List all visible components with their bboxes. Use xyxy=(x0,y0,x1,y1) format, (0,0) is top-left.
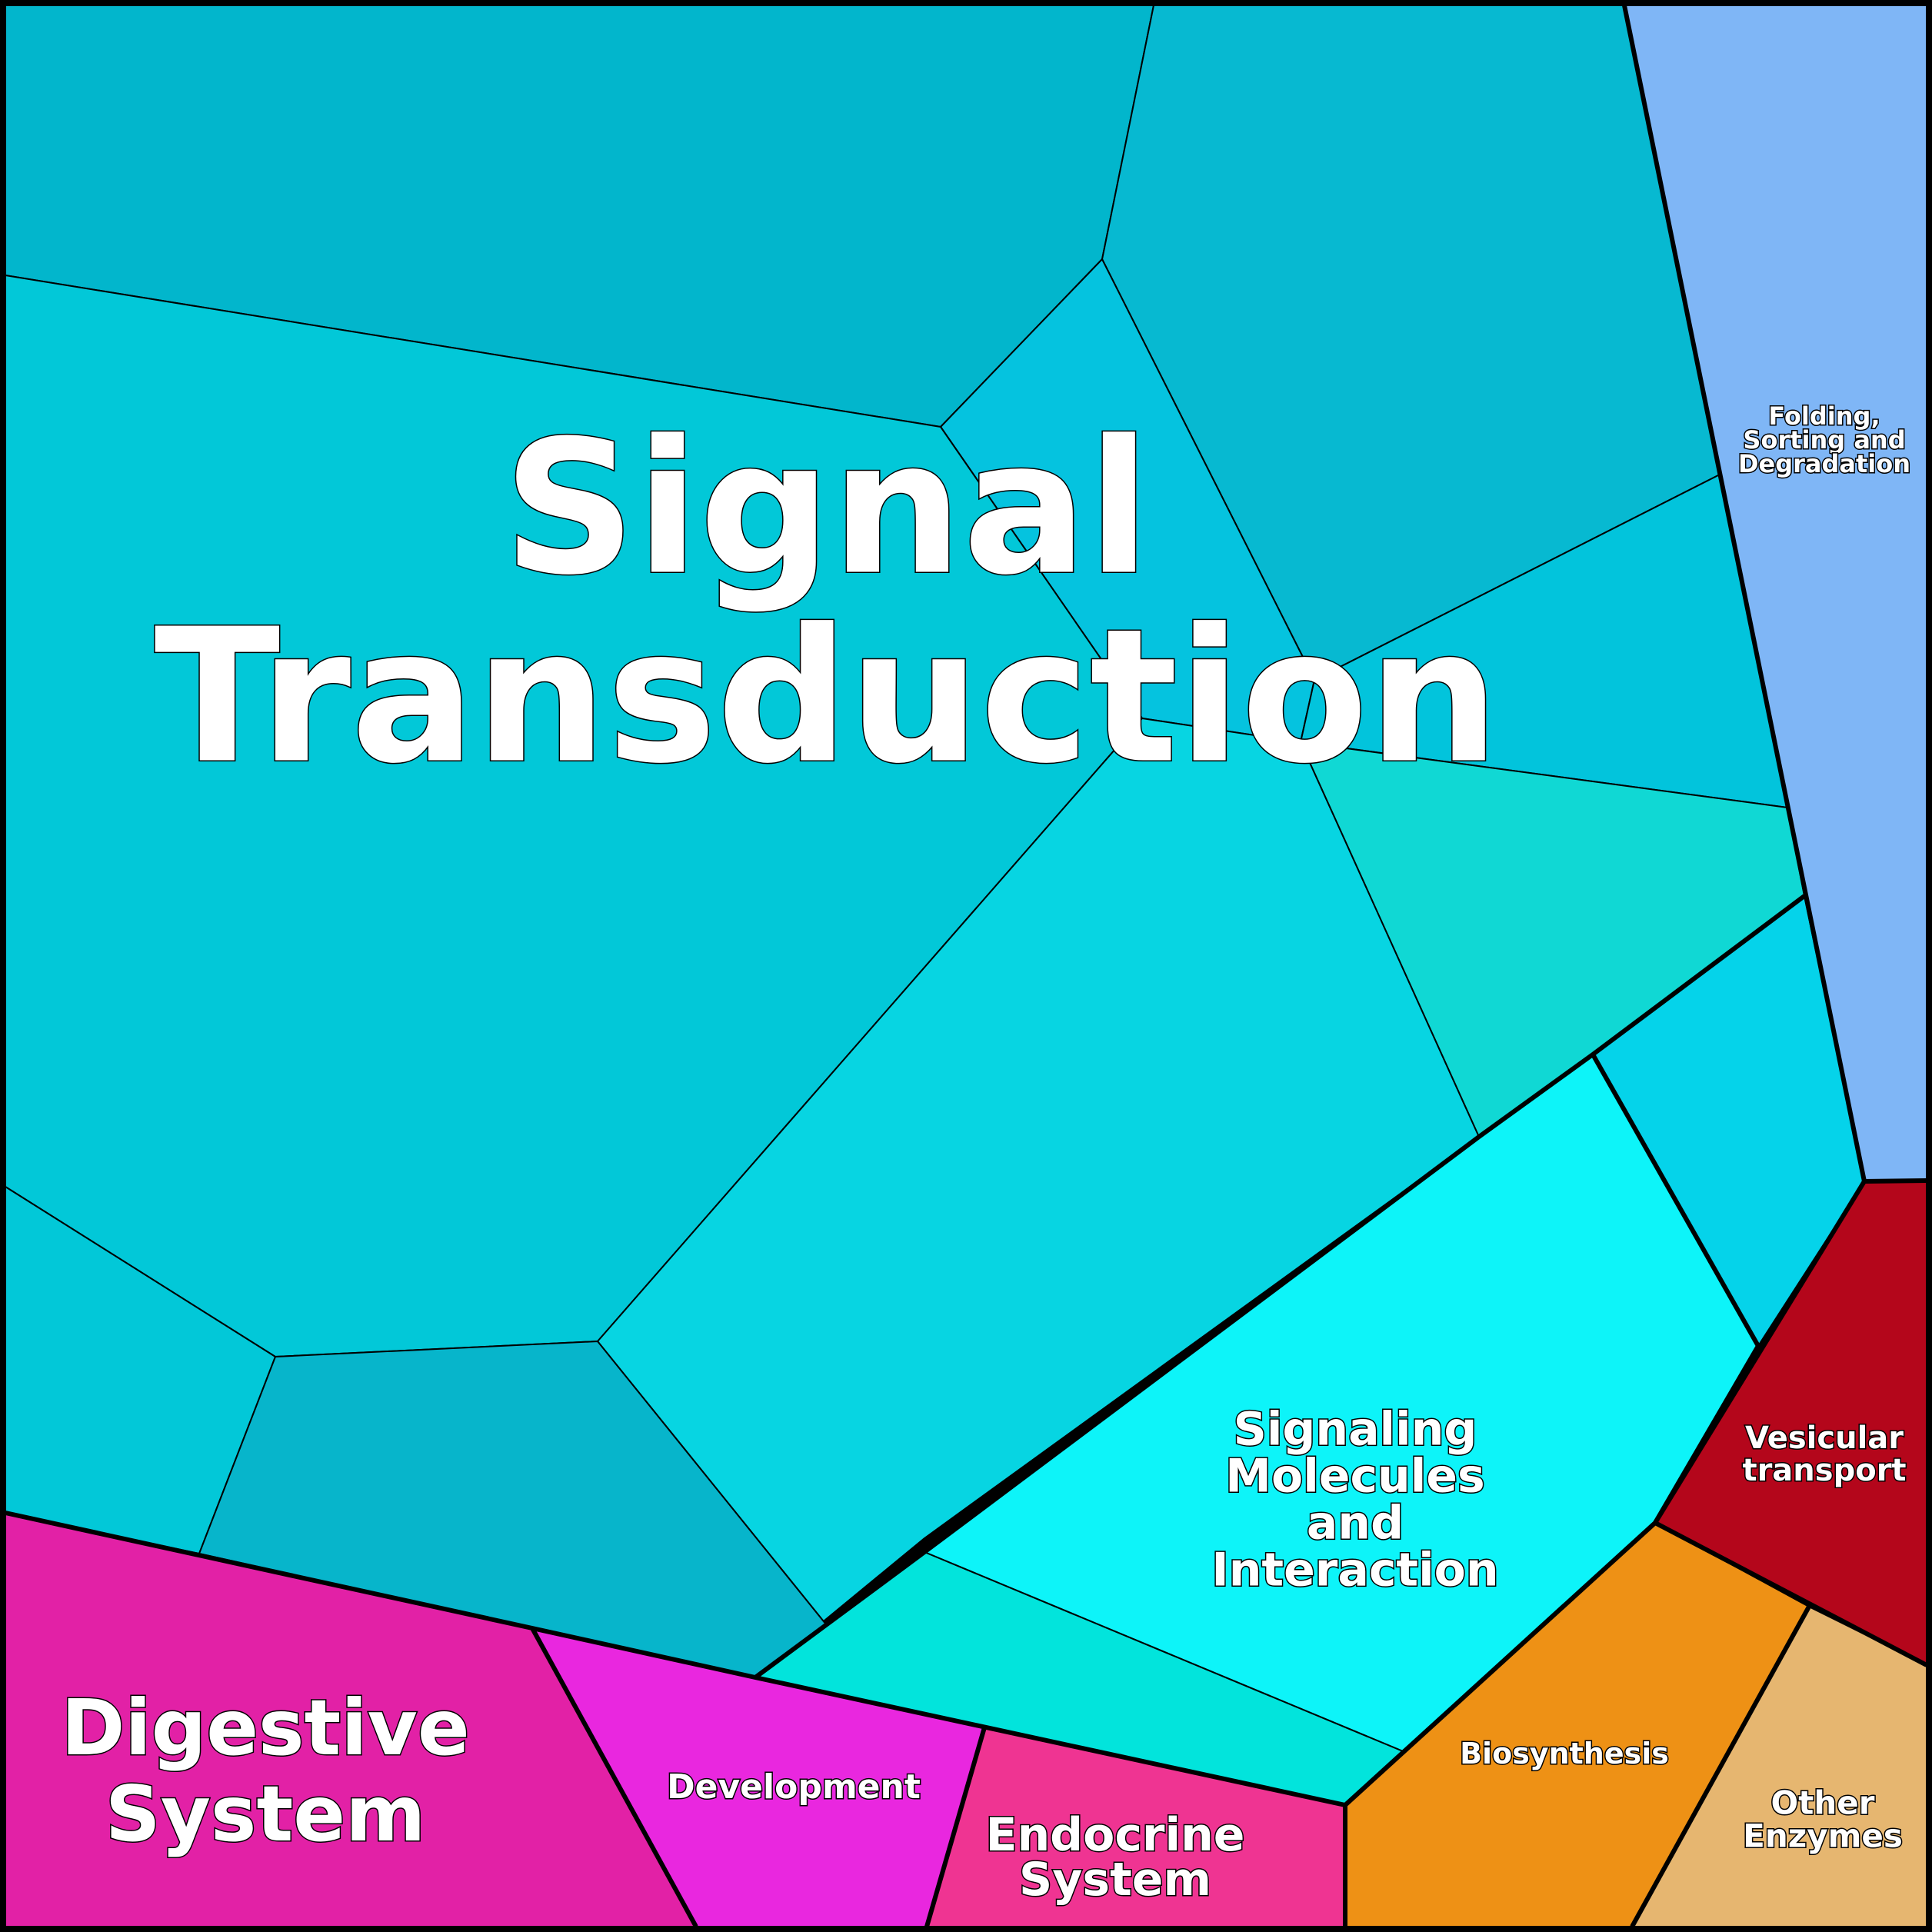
label-biosynthesis: Biosynthesis xyxy=(1460,1737,1669,1770)
label-line: Sorting and xyxy=(1743,425,1905,455)
label-line: Other xyxy=(1771,1784,1875,1821)
label-line: Digestive xyxy=(61,1683,469,1773)
label-line: Transduction xyxy=(154,588,1499,804)
label-line: Enzymes xyxy=(1743,1817,1903,1854)
label-line: System xyxy=(1019,1853,1211,1907)
label-line: Interaction xyxy=(1211,1543,1498,1597)
label-line: transport xyxy=(1742,1453,1906,1488)
label-line: Signaling xyxy=(1234,1402,1477,1456)
label-development: Development xyxy=(667,1767,921,1807)
label-line: and xyxy=(1307,1496,1404,1550)
label-line: Endocrine xyxy=(985,1808,1244,1862)
label-line: Folding, xyxy=(1768,401,1880,431)
label-line: Biosynthesis xyxy=(1460,1737,1669,1770)
label-line: Development xyxy=(667,1767,921,1807)
label-line: Signal xyxy=(503,400,1151,615)
label-line: System xyxy=(105,1769,426,1859)
label-line: Molecules xyxy=(1225,1449,1484,1503)
label-line: Degradation xyxy=(1738,449,1910,478)
label-line: Vesicular xyxy=(1745,1421,1904,1456)
group-signal-transduction xyxy=(5,5,1865,1678)
